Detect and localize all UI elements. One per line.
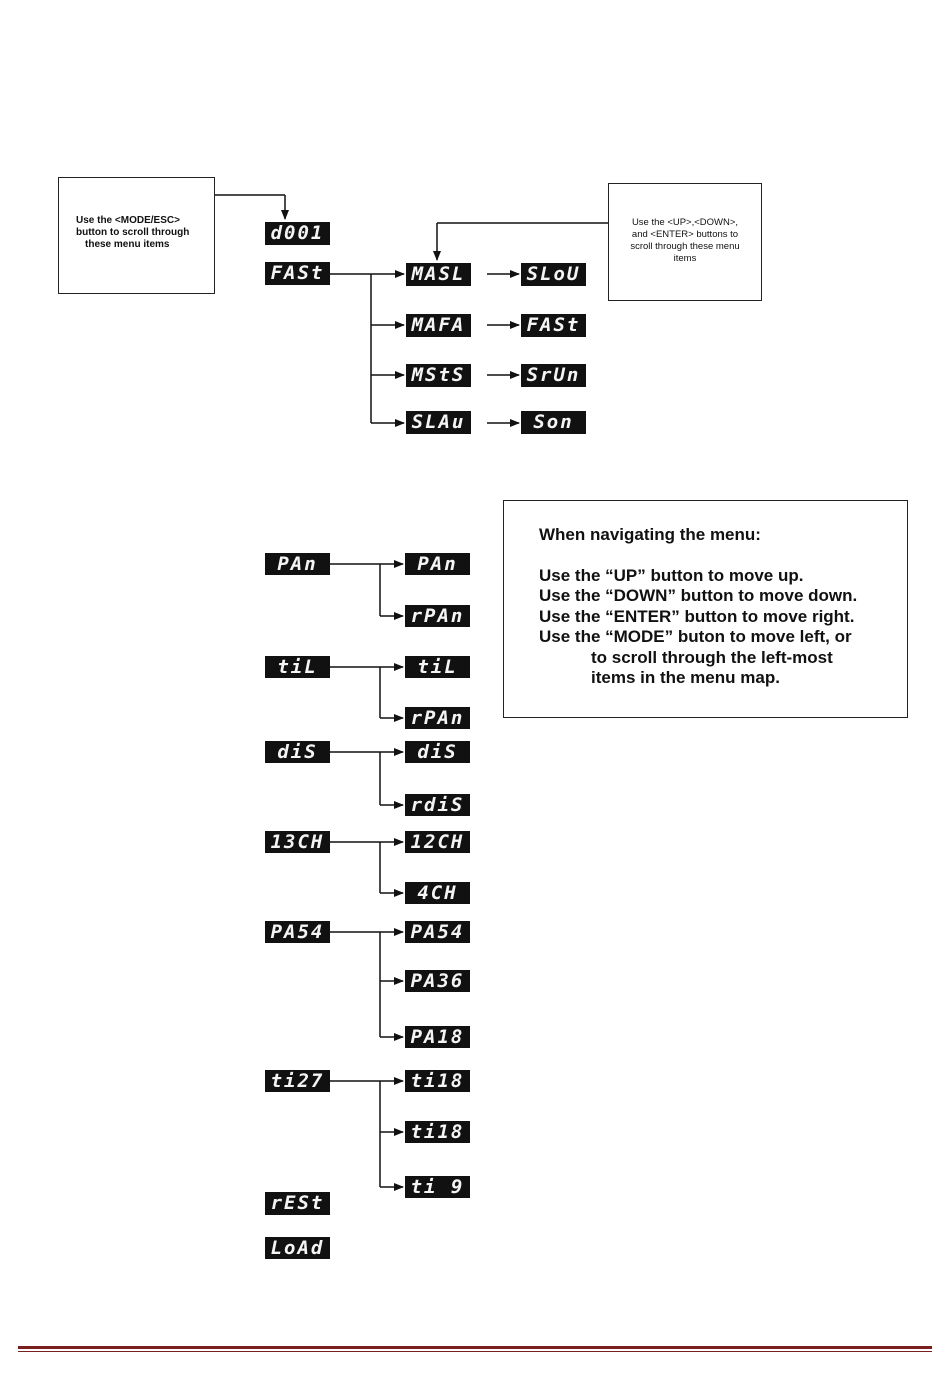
mode-esc-note-line: Use the <MODE/ESC>: [76, 215, 180, 226]
footer-rule-thin: [18, 1351, 932, 1352]
up-down-enter-note-line: and <ENTER> buttons to: [631, 229, 739, 240]
up-down-enter-note: Use the <UP>,<DOWN>, and <ENTER> buttons…: [608, 183, 762, 301]
lcd-submenu-item: SLAu: [406, 411, 471, 434]
lcd-menu-item: PA54: [265, 921, 330, 943]
mode-esc-note-line: these menu items: [85, 239, 170, 250]
lcd-option: ti18: [405, 1121, 470, 1143]
lcd-menu-item: diS: [265, 741, 330, 763]
lcd-submenu-value: SLoU: [521, 263, 586, 286]
navigation-line: Use the “DOWN” button to move down.: [539, 586, 858, 605]
navigation-instructions: When navigating the menu: Use the “UP” b…: [503, 500, 908, 718]
footer-rule: [18, 1346, 932, 1349]
lcd-menu-item: 13CH: [265, 831, 330, 853]
navigation-line: items in the menu map.: [591, 668, 780, 687]
lcd-submenu-value: Son: [521, 411, 586, 434]
lcd-option: ti 9: [405, 1176, 470, 1198]
lcd-submenu-value: SrUn: [521, 364, 586, 387]
up-down-enter-note-line: scroll through these menu: [630, 241, 740, 252]
lcd-menu-item: rESt: [265, 1192, 330, 1215]
up-down-enter-note-line: items: [673, 253, 697, 264]
lcd-submenu-value: FASt: [521, 314, 586, 337]
lcd-option: tiL: [405, 656, 470, 678]
lcd-option: rPAn: [405, 605, 470, 627]
lcd-option: 12CH: [405, 831, 470, 853]
lcd-option: ti18: [405, 1070, 470, 1092]
navigation-line: Use the “MODE” buton to move left, or: [539, 627, 852, 646]
lcd-option: rPAn: [405, 707, 470, 729]
lcd-address: d001: [265, 222, 330, 245]
navigation-line: Use the “UP” button to move up.: [539, 565, 804, 585]
lcd-menu-item: PAn: [265, 553, 330, 575]
lcd-submenu-item: MAFA: [406, 314, 471, 337]
lcd-option: PA36: [405, 970, 470, 992]
navigation-heading: When navigating the menu:: [539, 525, 761, 544]
lcd-fast: FASt: [265, 262, 330, 285]
lcd-option: 4CH: [405, 882, 470, 904]
lcd-submenu-item: MASL: [406, 263, 471, 286]
navigation-line: to scroll through the left-most: [591, 647, 833, 667]
lcd-submenu-item: MStS: [406, 364, 471, 387]
lcd-menu-item: ti27: [265, 1070, 330, 1092]
up-down-enter-note-line: Use the <UP>,<DOWN>,: [631, 217, 739, 228]
lcd-option: rdiS: [405, 794, 470, 816]
lcd-option: PA18: [405, 1026, 470, 1048]
lcd-menu-item: tiL: [265, 656, 330, 678]
lcd-menu-item: LoAd: [265, 1237, 330, 1259]
mode-esc-note-line: button to scroll through: [76, 227, 190, 238]
lcd-option: PAn: [405, 553, 470, 575]
navigation-line: Use the “ENTER” button to move right.: [539, 606, 855, 626]
mode-esc-note: Use the <MODE/ESC> button to scroll thro…: [58, 177, 215, 294]
lcd-option: diS: [405, 741, 470, 763]
lcd-option: PA54: [405, 921, 470, 943]
